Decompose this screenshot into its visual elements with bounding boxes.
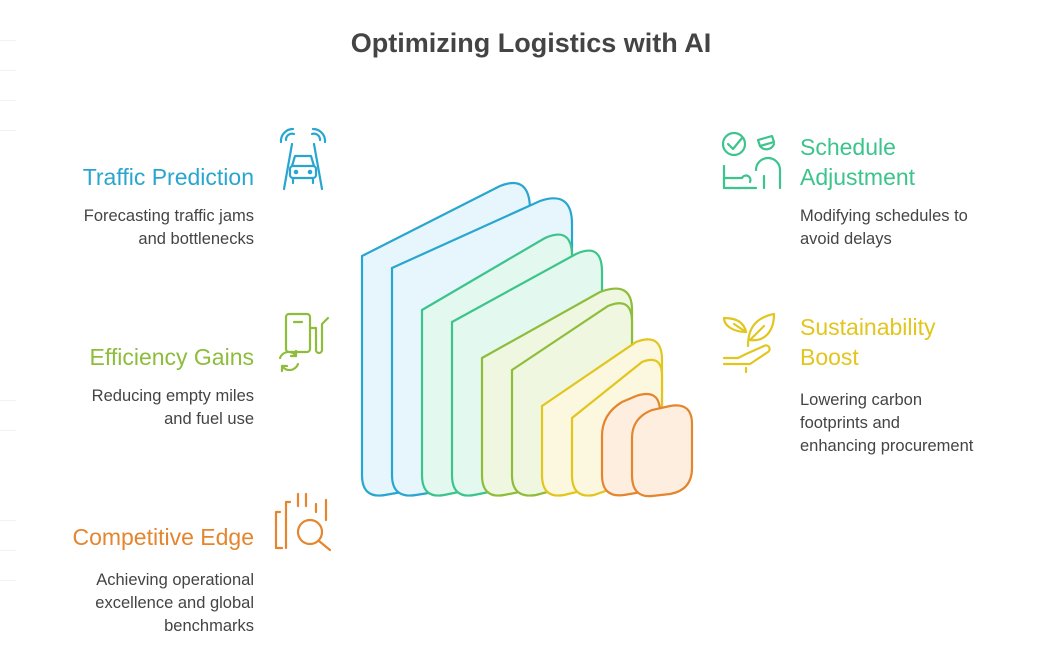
- desc-traffic-prediction: Forecasting traffic jams and bottlenecks: [84, 205, 254, 251]
- desc-line: avoid delays: [800, 230, 892, 248]
- edge-line: [0, 70, 16, 71]
- heading-competitive-edge: Competitive Edge: [72, 524, 254, 550]
- desc-line: and fuel use: [164, 410, 254, 428]
- desc-schedule-adjustment: Modifying schedules to avoid delays: [800, 205, 968, 251]
- car-traffic-icon: [279, 127, 327, 191]
- heading-line: Boost: [800, 344, 859, 370]
- heading-line: Sustainability: [800, 314, 936, 340]
- heading-line: Schedule: [800, 134, 896, 160]
- chart-search-icon: [274, 492, 332, 552]
- desc-efficiency-gains: Reducing empty miles and fuel use: [92, 385, 254, 431]
- heading-schedule-adjustment: Schedule Adjustment: [800, 132, 915, 192]
- edge-line: [0, 430, 16, 431]
- fuel-pump-icon: [278, 312, 330, 373]
- stacked-layers-graphic: [360, 181, 694, 498]
- desc-line: Lowering carbon: [800, 391, 922, 409]
- desc-line: and bottlenecks: [138, 230, 254, 248]
- edge-line: [0, 520, 16, 521]
- desc-sustainability-boost: Lowering carbon footprints and enhancing…: [800, 389, 973, 458]
- desc-line: footprints and: [800, 414, 900, 432]
- desc-line: Reducing empty miles: [91, 387, 254, 405]
- layer-5: [600, 392, 694, 498]
- heading-traffic-prediction: Traffic Prediction: [82, 164, 254, 190]
- desc-line: benchmarks: [164, 617, 254, 635]
- desc-line: enhancing procurement: [800, 437, 974, 455]
- edge-line: [0, 100, 16, 101]
- desc-line: excellence and global: [95, 594, 254, 612]
- plant-hand-icon: [722, 312, 776, 374]
- edge-line: [0, 40, 16, 41]
- heading-line: Adjustment: [800, 164, 916, 190]
- heading-efficiency-gains: Efficiency Gains: [89, 344, 254, 370]
- edge-line: [0, 400, 16, 401]
- edge-line: [0, 580, 16, 581]
- page-title: Optimizing Logistics with AI: [350, 28, 712, 58]
- desc-line: Achieving operational: [96, 571, 254, 589]
- schedule-person-icon: [721, 131, 782, 190]
- desc-line: Forecasting traffic jams: [83, 207, 254, 225]
- edge-line: [0, 130, 16, 131]
- desc-line: Modifying schedules to: [800, 207, 968, 225]
- desc-competitive-edge: Achieving operational excellence and glo…: [95, 569, 254, 638]
- edge-line: [0, 550, 16, 551]
- heading-sustainability-boost: Sustainability Boost: [800, 312, 936, 372]
